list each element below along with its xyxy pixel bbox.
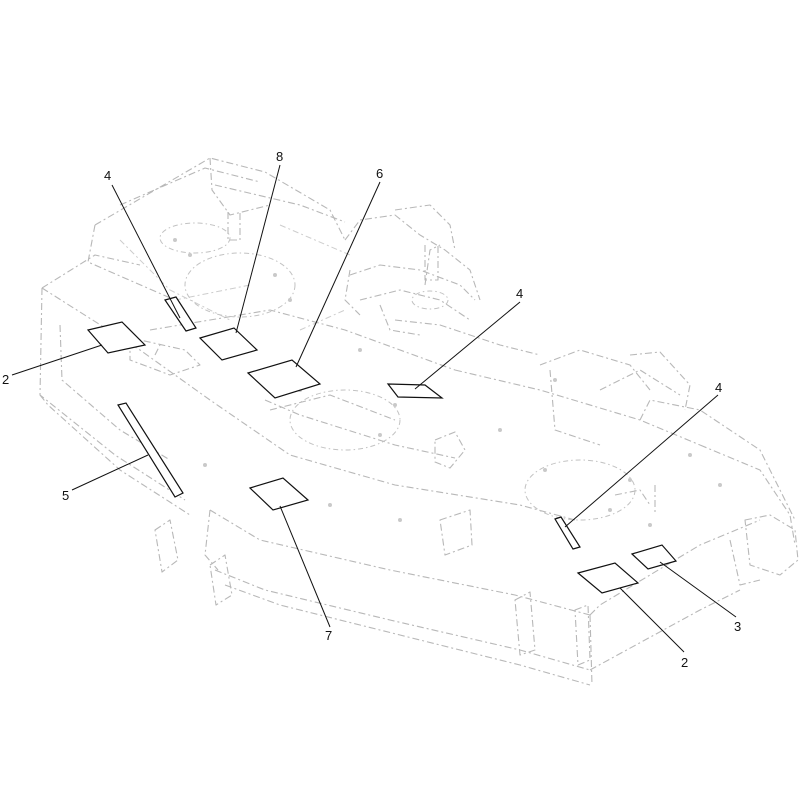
spindle-openings	[159, 222, 636, 521]
callout-4-center: 4	[516, 286, 523, 301]
callout-3: 3	[734, 619, 741, 634]
decal-4-rear	[164, 296, 197, 332]
decal-6	[246, 359, 322, 399]
callout-4-right: 4	[715, 380, 722, 395]
callout-5: 5	[62, 488, 69, 503]
leader-lines	[11, 164, 737, 653]
decal-5	[117, 402, 184, 498]
decal-3	[630, 544, 678, 570]
fastener-holes	[173, 238, 722, 527]
decals	[86, 296, 678, 594]
callout-2-right: 2	[681, 655, 688, 670]
callout-8: 8	[276, 149, 283, 164]
callout-6: 6	[376, 166, 383, 181]
decal-2-right	[576, 562, 640, 594]
decal-8	[198, 327, 259, 361]
decal-4-right	[554, 516, 581, 550]
callout-2-left: 2	[2, 372, 9, 387]
mower-deck-outline	[39, 157, 799, 686]
decal-4-center	[386, 383, 444, 399]
decal-2-left	[86, 321, 147, 354]
callout-7: 7	[325, 628, 332, 643]
decal-7	[248, 477, 310, 511]
callout-labels: 8 6 4 4 4 2 2 5 7 3	[2, 149, 741, 670]
callout-4-rear: 4	[104, 168, 111, 183]
